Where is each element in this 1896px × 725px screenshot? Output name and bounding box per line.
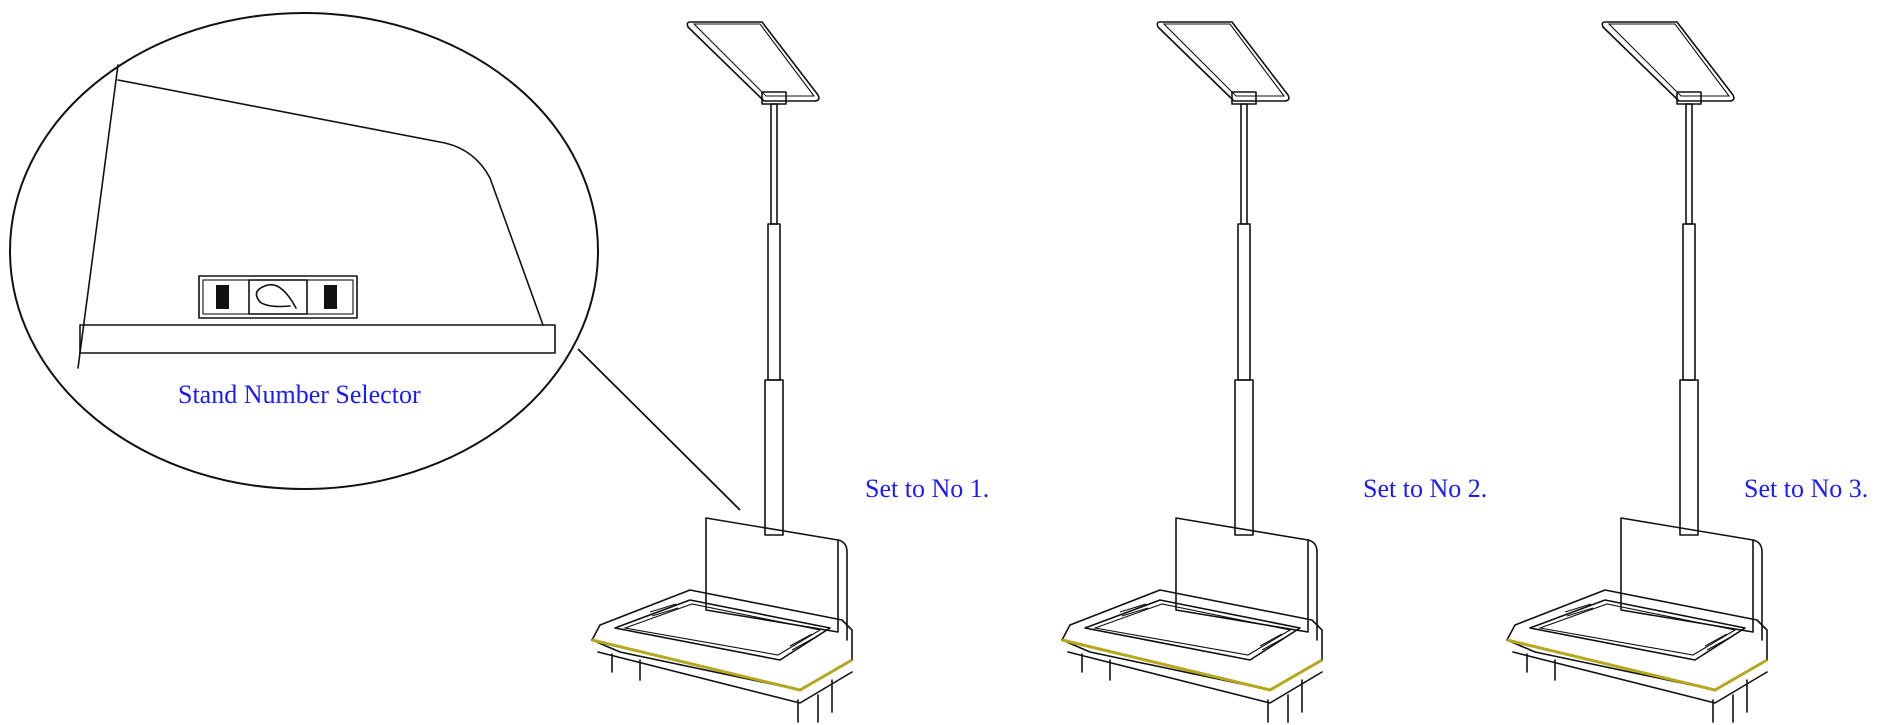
reflective-glass [686,21,820,105]
callout-leader [577,348,741,511]
prompter-stand-1 [591,21,853,723]
prompter-stand-3 [1506,21,1768,723]
housing-base [79,324,556,354]
reflective-glass [1156,21,1290,105]
stand-3-label: Set to No 3. [1744,474,1869,503]
monitor-base [1506,517,1768,723]
stand-2-label: Set to No 2. [1363,474,1488,503]
stand-1-label: Set to No 1. [865,474,990,503]
monitor-base [1061,517,1323,723]
monitor-base [591,517,853,723]
selector-callout [9,12,741,511]
prompter-stand-2 [1061,21,1323,723]
telescopic-pole [1679,103,1699,536]
telescopic-pole [1234,103,1254,536]
selector-label: Stand Number Selector [178,380,421,409]
callout-ellipse [9,12,599,490]
housing-outline [77,64,544,369]
telescopic-pole [764,103,784,536]
reflective-glass [1601,21,1735,105]
rotary-switch-icon [198,275,358,319]
